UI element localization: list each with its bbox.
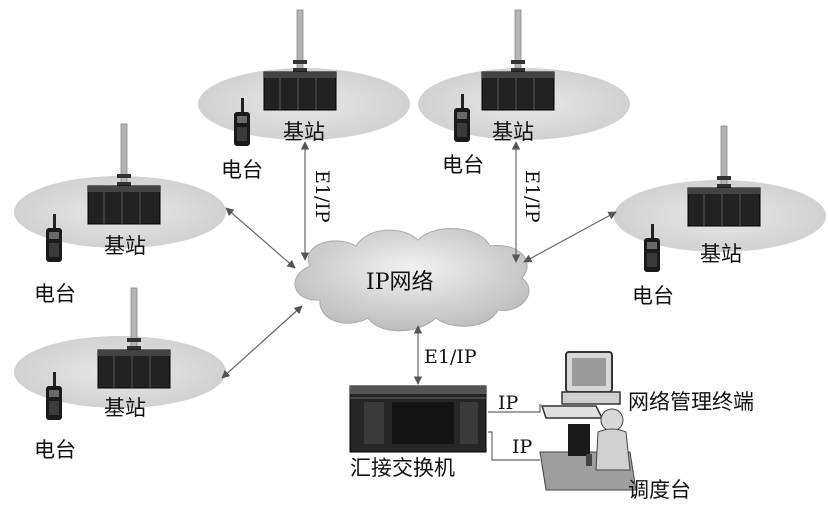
- link-label-e1ip: E1/IP: [521, 170, 543, 223]
- nms-label: 网络管理终端: [628, 390, 754, 414]
- link-line: [523, 211, 617, 263]
- base-station-label: 基站: [283, 120, 325, 144]
- switch-label: 汇接交换机: [350, 456, 455, 480]
- base-station-label: 基站: [700, 242, 742, 266]
- radio-label: 电台: [221, 158, 263, 182]
- base-station-label: 基站: [104, 396, 146, 420]
- link-label-ip: IP: [498, 392, 519, 414]
- dispatcher-label: 调度台: [628, 478, 691, 502]
- radio-label: 电台: [632, 284, 674, 308]
- computer-icon: [540, 351, 621, 419]
- link-label-ip: IP: [512, 436, 533, 458]
- link-line: [488, 404, 541, 413]
- base-station-icon: [87, 123, 161, 225]
- switch-rack-icon: [349, 385, 487, 453]
- dispatcher-person-icon: [539, 408, 637, 491]
- link-line: [488, 431, 540, 461]
- radio-label: 电台: [442, 153, 484, 177]
- radio-label: 电台: [34, 438, 76, 462]
- radio-label: 电台: [34, 282, 76, 306]
- link-label-e1ip: E1/IP: [311, 170, 333, 223]
- ip-network-cloud: [294, 228, 530, 332]
- link-label-e1ip: E1/IP: [424, 346, 477, 368]
- link-line: [221, 305, 303, 379]
- base-station-icon: [481, 9, 555, 111]
- ip-network-label: IP网络: [366, 270, 434, 295]
- link-line: [225, 207, 296, 269]
- base-station-label: 基站: [104, 234, 146, 258]
- base-station-icon: [263, 9, 337, 111]
- base-station-icon: [687, 125, 761, 227]
- base-station-label: 基站: [492, 120, 534, 144]
